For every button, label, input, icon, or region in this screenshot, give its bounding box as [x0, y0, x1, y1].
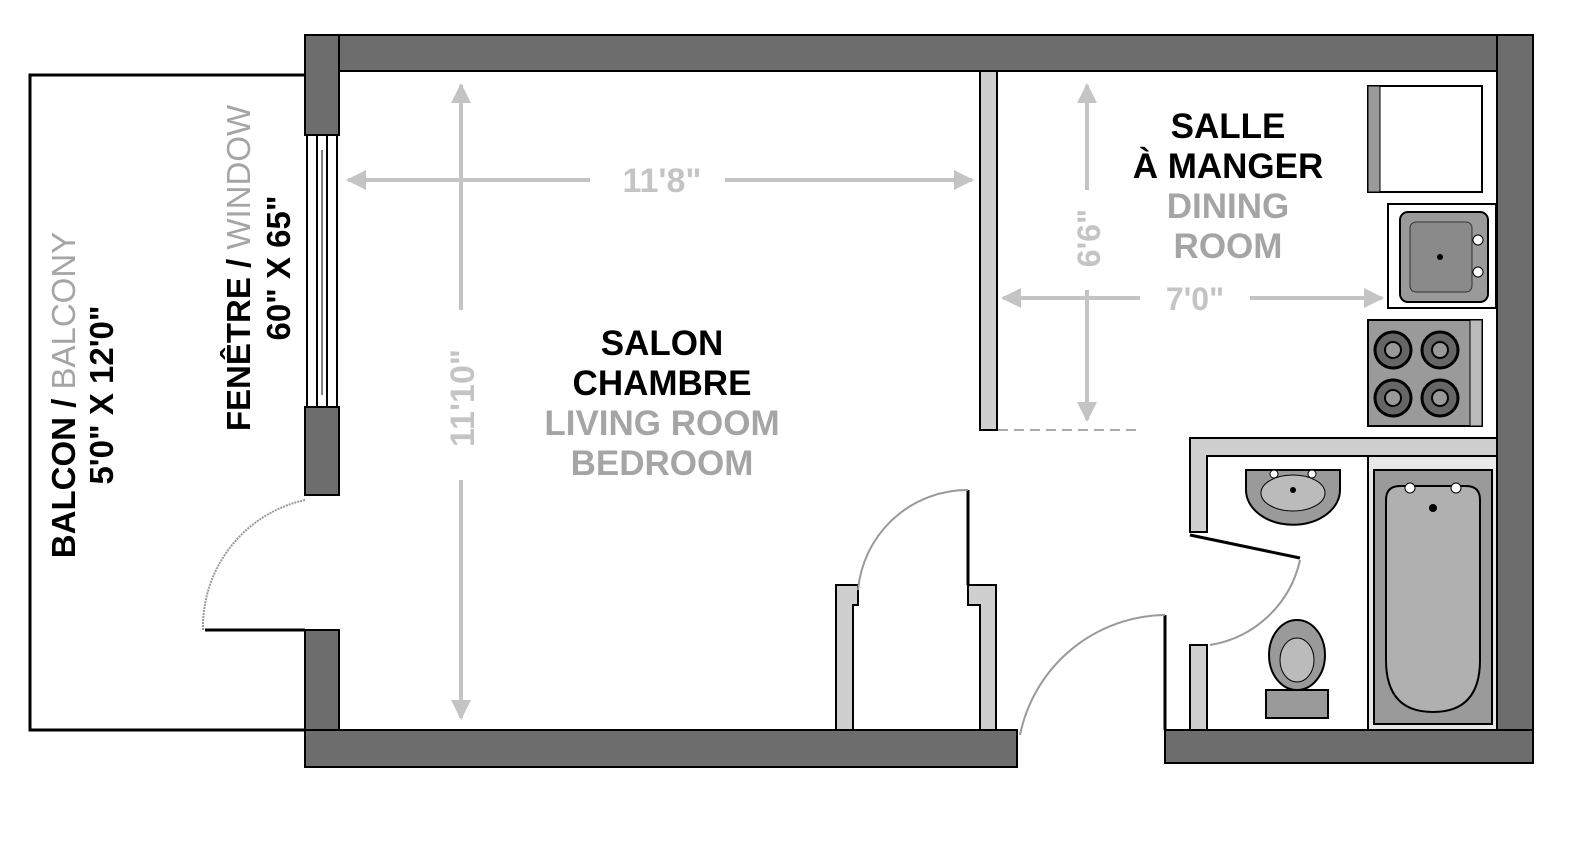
dining-room-label: SALLE À MANGER DINING ROOM	[1133, 107, 1324, 266]
exterior-walls	[304, 34, 1534, 768]
window-label-fr: FENÊTRE	[220, 277, 257, 431]
balcony	[28, 73, 305, 732]
dining-label-en-1: DINING	[1167, 187, 1290, 226]
window-size: 60" X 65"	[260, 195, 297, 340]
living-label-en-2: BEDROOM	[571, 444, 754, 483]
washbasin-icon	[1245, 469, 1341, 526]
dining-length-label: 6'6"	[1071, 209, 1107, 267]
living-width-label: 11'8"	[622, 162, 701, 200]
fridge-icon	[1367, 85, 1483, 193]
living-label-en-1: LIVING ROOM	[544, 404, 779, 443]
balcony-label-text: BALCON / BALCONY	[45, 232, 82, 558]
dining-width-label: 7'0"	[1166, 281, 1224, 317]
door-swings	[857, 429, 1301, 736]
balcony-label-en: BALCONY	[45, 232, 82, 390]
living-length-label: 11'10"	[444, 349, 482, 447]
balcony-label-sep: /	[45, 390, 82, 418]
balcony-door	[201, 499, 306, 632]
window-label-text: FENÊTRE / WINDOW	[220, 104, 257, 431]
dining-label-fr-1: SALLE	[1171, 107, 1286, 146]
living-room-label: SALON CHAMBRE LIVING ROOM BEDROOM	[544, 324, 779, 483]
stove-icon	[1367, 319, 1483, 427]
sink-icon	[1387, 203, 1497, 309]
living-label-fr-1: SALON	[601, 324, 724, 363]
window-label-en: WINDOW	[220, 104, 257, 250]
balcony-label: BALCON / BALCONY 5'0" X 12'0"	[45, 232, 120, 558]
window-label: FENÊTRE / WINDOW 60" X 65"	[220, 104, 297, 431]
living-label-fr-2: CHAMBRE	[573, 364, 752, 403]
bathtub-icon	[1373, 469, 1493, 725]
dining-label-en-2: ROOM	[1174, 227, 1283, 266]
window-frame	[306, 134, 338, 408]
balcony-size: 5'0" X 12'0"	[83, 305, 120, 484]
dining-label-fr-2: À MANGER	[1133, 146, 1324, 186]
toilet-icon	[1265, 619, 1329, 719]
balcony-label-fr: BALCON	[45, 417, 82, 558]
